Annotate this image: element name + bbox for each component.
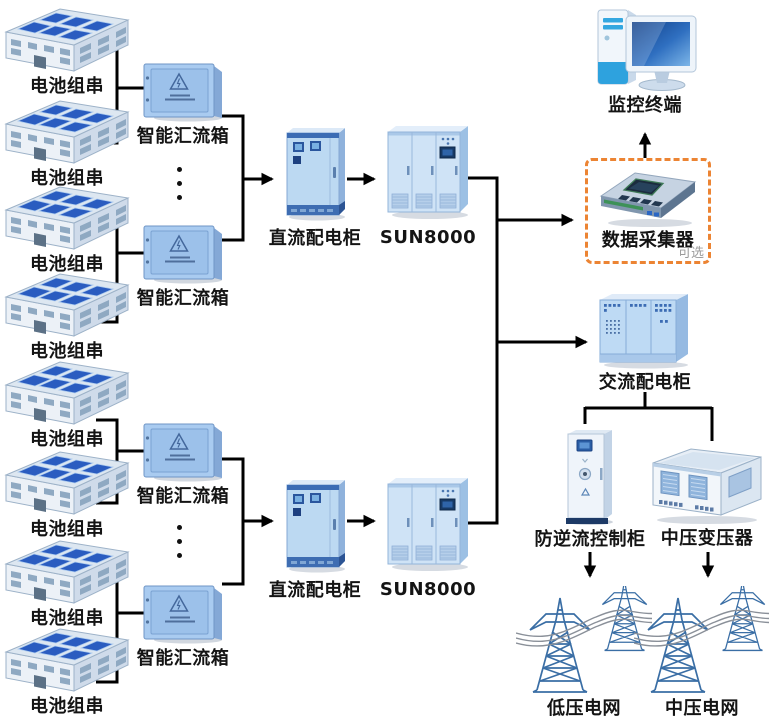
solar-building-icon [4,358,130,426]
dc-cabinet-node-1: 直流配电柜 [260,125,370,249]
battery-string-label: 电池组串 [30,429,104,450]
battery-string-label: 电池组串 [30,696,104,717]
ac-cabinet-node: 交流配电柜 [588,292,702,393]
battery-string-label: 电池组串 [30,341,104,362]
battery-string-label: 电池组串 [30,76,104,97]
inverter-cabinet-icon [386,474,470,572]
power-grid-towers-icon [634,586,769,698]
combiner-node-1: 智能汇流箱 [128,60,238,147]
inverter-label: SUN8000 [379,227,477,248]
combiner-label: 智能汇流箱 [136,126,230,147]
combiner-box-icon [142,222,224,284]
battery-string-node-5: 电池组串 [4,358,130,450]
dc-cabinet-label: 直流配电柜 [268,580,362,601]
solar-building-icon [4,537,130,605]
battery-string-label: 电池组串 [30,519,104,540]
ac-cabinet-icon [598,292,692,370]
inverter-node-2: SUN8000 [373,474,483,600]
inverter-cabinet-icon [386,122,470,220]
dc-cabinet-icon [283,477,347,573]
monitor-terminal-node: 监控终端 [580,6,710,116]
solar-building-icon [4,625,130,693]
monitor-terminal-label: 监控终端 [608,95,682,116]
solar-building-icon [4,448,130,516]
solar-building-icon [4,183,130,251]
combiner-label: 智能汇流箱 [136,486,230,507]
combiner-node-2: 智能汇流箱 [128,222,238,309]
solar-building-icon [4,5,130,73]
combiner-box-icon [142,582,224,644]
dc-cabinet-icon [283,125,347,221]
battery-string-node-1: 电池组串 [4,5,130,97]
lv-grid-node: 低压电网 [515,586,653,719]
optional-dashed-box: 数据采集器 可选 [585,158,711,264]
dc-cabinet-label: 直流配电柜 [268,228,362,249]
optional-tag: 可选 [677,246,704,261]
combiner-label: 智能汇流箱 [136,648,230,669]
mv-transformer-label: 中压变压器 [660,528,754,549]
data-collector-icon [595,166,701,228]
battery-string-node-3: 电池组串 [4,183,130,275]
inverter-label: SUN8000 [379,579,477,600]
mv-grid-node: 中压电网 [634,586,769,719]
anti-backflow-label: 防逆流控制柜 [534,529,646,550]
data-collector-label: 数据采集器 [601,230,695,251]
battery-string-node-6: 电池组串 [4,448,130,540]
battery-string-node-4: 电池组串 [4,270,130,362]
mv-transformer-node: 中压变压器 [650,443,764,549]
anti-backflow-node: 防逆流控制柜 [528,426,652,550]
ac-cabinet-label: 交流配电柜 [598,372,692,393]
mv-transformer-icon [651,443,763,525]
more-combiners-ellipsis [177,525,182,558]
battery-string-label: 电池组串 [30,168,104,189]
dc-cabinet-node-2: 直流配电柜 [260,477,370,601]
mv-grid-label: 中压电网 [665,698,739,719]
combiner-node-3: 智能汇流箱 [128,420,238,507]
battery-string-node-2: 电池组串 [4,97,130,189]
combiner-node-4: 智能汇流箱 [128,582,238,669]
lv-grid-label: 低压电网 [547,698,621,719]
combiner-box-icon [142,60,224,122]
more-combiners-ellipsis [177,167,182,200]
combiner-label: 智能汇流箱 [136,288,230,309]
monitor-terminal-icon [590,6,700,94]
combiner-box-icon [142,420,224,482]
power-grid-towers-icon [516,586,652,698]
battery-string-label: 电池组串 [30,254,104,275]
battery-string-node-7: 电池组串 [4,537,130,629]
ac-bus-line [466,176,499,525]
battery-string-node-8: 电池组串 [4,625,130,717]
battery-string-label: 电池组串 [30,608,104,629]
inverter-node-1: SUN8000 [373,122,483,248]
solar-building-icon [4,97,130,165]
anti-backflow-cabinet-icon [564,426,616,526]
solar-building-icon [4,270,130,338]
